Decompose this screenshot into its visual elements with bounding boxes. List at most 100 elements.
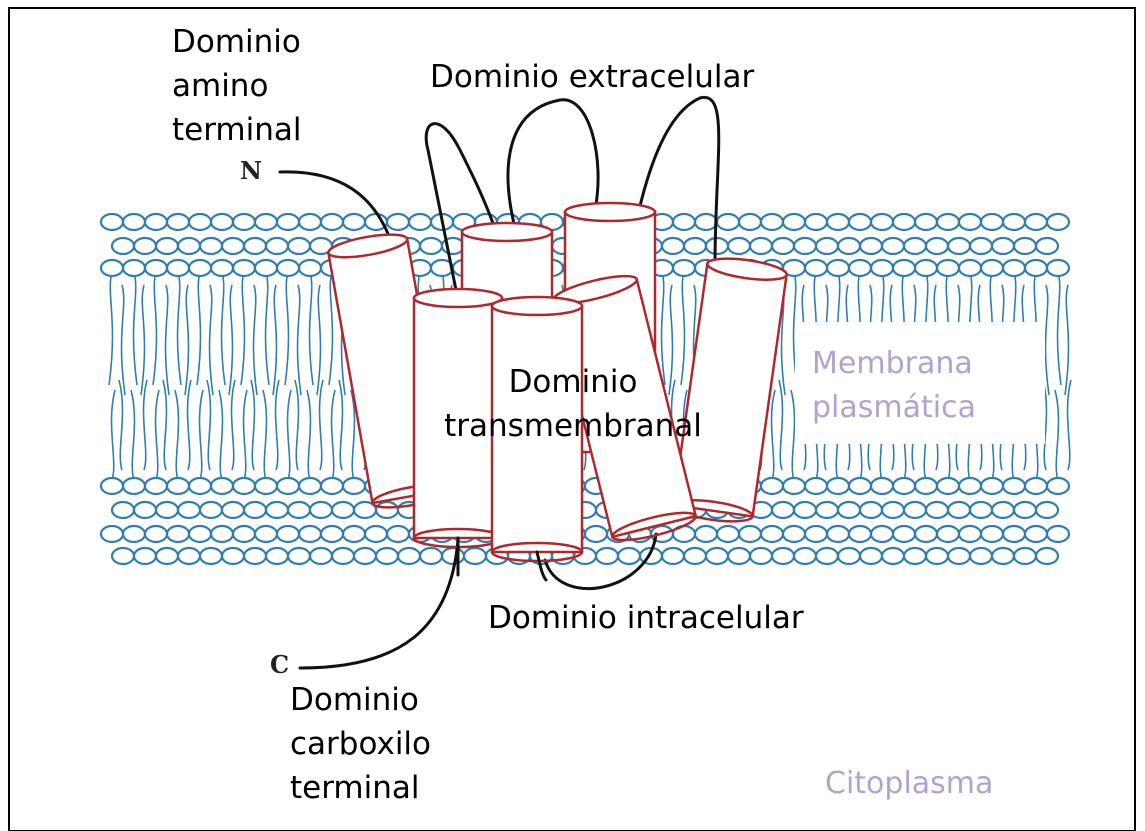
lipid-head (321, 214, 343, 230)
lipid-head (156, 548, 178, 564)
lipid-head (805, 260, 827, 276)
lipid-head (695, 214, 717, 230)
lipid-head (189, 478, 211, 494)
lipid-head (827, 526, 849, 542)
lipid-head (871, 214, 893, 230)
lipid-head (145, 214, 167, 230)
lipid-head (332, 502, 354, 518)
lipid-head (1047, 526, 1069, 542)
lipid-head (244, 238, 266, 254)
lipid-head (244, 502, 266, 518)
lipid-head (134, 548, 156, 564)
lipid-head (222, 238, 244, 254)
lipid-head (783, 478, 805, 494)
lipid-head (321, 478, 343, 494)
lipid-head (816, 502, 838, 518)
lipid-head (376, 502, 398, 518)
lipid-head (981, 214, 1003, 230)
lipid-head (233, 260, 255, 276)
lipid-head (871, 526, 893, 542)
lipid-head (761, 526, 783, 542)
label-cytoplasm: Citoplasma (825, 762, 993, 806)
lipid-head (827, 214, 849, 230)
lipid-head (1047, 260, 1069, 276)
lipid-head (156, 502, 178, 518)
lipid-head (1025, 260, 1047, 276)
lipid-head (299, 526, 321, 542)
label-intracellular-domain: Dominio intracelular (488, 596, 804, 640)
lipid-head (849, 526, 871, 542)
lipid-head (783, 526, 805, 542)
lipid-head (860, 548, 882, 564)
lipid-head (926, 238, 948, 254)
lipid-head (1014, 502, 1036, 518)
lipid-head (387, 214, 409, 230)
lipid-head (827, 478, 849, 494)
lipid-head (915, 526, 937, 542)
lipid-head (123, 526, 145, 542)
lipid-head (728, 548, 750, 564)
lipid-head (134, 502, 156, 518)
label-carboxyl-terminal-domain: Dominio carboxilo terminal (290, 678, 431, 810)
lipid-head (222, 548, 244, 564)
lipid-head (1003, 526, 1025, 542)
lipid-head (167, 526, 189, 542)
lipid-head (387, 526, 409, 542)
lipid-head (222, 502, 244, 518)
label-plasma-membrane: Membrana plasmática (812, 342, 976, 430)
lipid-head (1003, 214, 1025, 230)
lipid-head (794, 238, 816, 254)
lipid-head (750, 548, 772, 564)
lipid-head (706, 238, 728, 254)
lipid-head (299, 478, 321, 494)
lipid-head (178, 548, 200, 564)
lipid-head (1014, 238, 1036, 254)
lipid-head (761, 214, 783, 230)
lipid-head (255, 260, 277, 276)
lipid-head (101, 526, 123, 542)
lipid-head (255, 478, 277, 494)
lipid-head (992, 238, 1014, 254)
lipid-head (937, 260, 959, 276)
lipid-head (849, 214, 871, 230)
lipid-head (695, 526, 717, 542)
lipid-head (299, 260, 321, 276)
lipid-head (464, 548, 486, 564)
lipid-head (167, 260, 189, 276)
lipid-head (904, 548, 926, 564)
lipid-head (233, 214, 255, 230)
lipid-head (915, 478, 937, 494)
lipid-head (343, 526, 365, 542)
lipid-head (816, 548, 838, 564)
label-extracellular-domain: Dominio extracelular (430, 55, 754, 99)
lipid-head (596, 548, 618, 564)
lipid-head (838, 238, 860, 254)
lipid-head (959, 214, 981, 230)
lipid-head (343, 478, 365, 494)
lipid-head (618, 548, 640, 564)
n-terminus-marker: N (240, 156, 262, 185)
lipid-head (673, 260, 695, 276)
lipid-head (365, 526, 387, 542)
lipid-head (728, 238, 750, 254)
lipid-head (849, 260, 871, 276)
lipid-head (926, 548, 948, 564)
lipid-head (805, 478, 827, 494)
c-terminus-marker: C (270, 650, 289, 679)
lipid-head (277, 260, 299, 276)
lipid-head (167, 478, 189, 494)
lipid-head (805, 526, 827, 542)
lipid-head (420, 238, 442, 254)
lipid-head (948, 548, 970, 564)
lipid-head (156, 238, 178, 254)
lipid-head (706, 548, 728, 564)
lipid-head (1025, 214, 1047, 230)
lipid-head (794, 502, 816, 518)
lipid-head (926, 502, 948, 518)
lipid-head (1003, 478, 1025, 494)
lipid-head (1036, 502, 1058, 518)
lipid-head (739, 526, 761, 542)
lipid-head (233, 478, 255, 494)
lipid-head (255, 214, 277, 230)
